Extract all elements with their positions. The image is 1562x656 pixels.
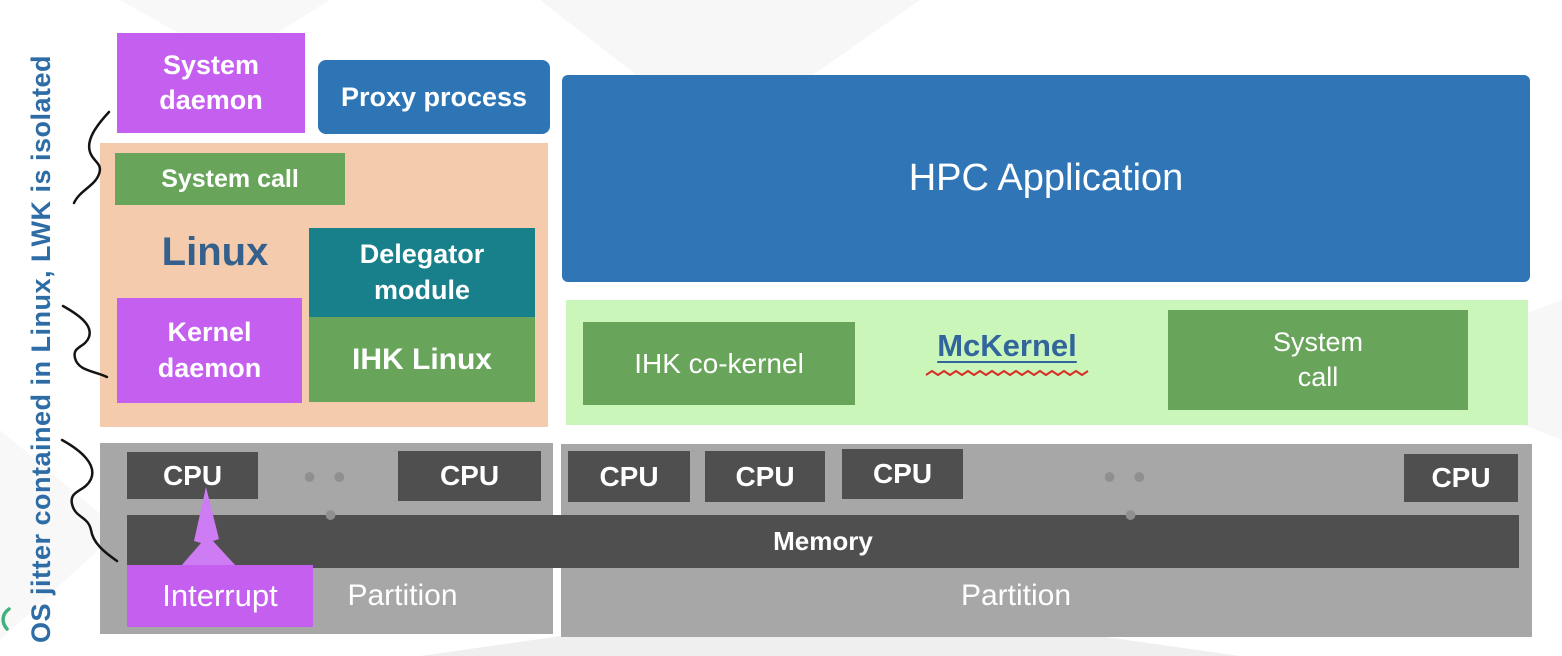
partition-label: Partition [960, 579, 1072, 612]
cpu-box: CPU [568, 451, 690, 502]
system-daemon-box: System daemon [117, 33, 305, 133]
delegator-module-box: Delegator module [309, 228, 535, 317]
memory-bar: Memory [127, 515, 1519, 568]
memory-label: Memory [773, 526, 873, 556]
mckernel-text: McKernel [937, 328, 1077, 363]
mckernel-label: McKernel [907, 328, 1107, 378]
system-call-box-linux: System call [115, 153, 345, 205]
hpc-application-box: HPC Application [562, 75, 1530, 282]
ihk-cokernel-box: IHK co-kernel [583, 322, 855, 405]
vertical-caption-text: OS jitter contained in Linux, LWK is iso… [25, 54, 56, 644]
system-call-linux-label: System call [161, 164, 299, 193]
spellcheck-squiggle-icon [925, 369, 1089, 377]
interrupt-box: Interrupt [127, 565, 313, 627]
partition-label: Partition [347, 579, 458, 612]
ellipsis-dots: • • • [303, 456, 363, 535]
vertical-caption: OS jitter contained in Linux, LWK is iso… [19, 49, 63, 649]
ihk-cokernel-label: IHK co-kernel [634, 347, 804, 379]
linux-label: Linux [161, 229, 269, 274]
corner-mark [1, 607, 11, 631]
kernel-daemon-label: Kernel daemon [157, 317, 262, 383]
cpu-box: CPU [842, 449, 963, 499]
proxy-process-label: Proxy process [340, 81, 528, 112]
interrupt-label: Interrupt [162, 578, 278, 613]
cpu-box: CPU [705, 451, 825, 502]
ihk-linux-box: IHK Linux [309, 317, 535, 402]
cpu-box: CPU [1404, 454, 1518, 502]
hpc-application-label: HPC Application [908, 157, 1184, 199]
ellipsis-dots: • • • [1103, 456, 1163, 535]
proxy-process-box: Proxy process [318, 60, 550, 134]
kernel-daemon-box: Kernel daemon [117, 298, 302, 403]
cpu-box: CPU [398, 451, 541, 501]
delegator-module-label: Delegator module [359, 239, 485, 305]
system-daemon-label: System daemon [159, 49, 263, 115]
ihk-linux-label: IHK Linux [352, 342, 492, 376]
system-call-mckernel-label: System call [1272, 326, 1364, 392]
cpu-box: CPU [127, 452, 258, 499]
system-call-box-mckernel: System call [1168, 310, 1468, 410]
